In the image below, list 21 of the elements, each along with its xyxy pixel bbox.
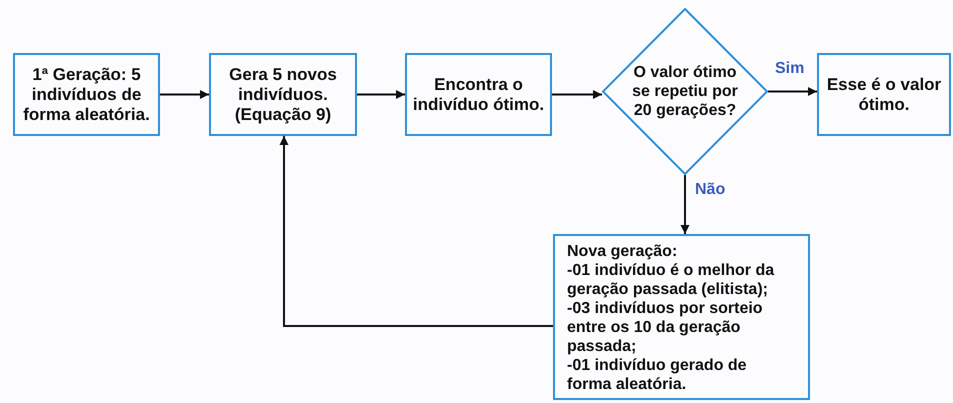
node-text: -01 indivíduo é o melhor da geração passada (elitista); [567, 261, 776, 299]
decision-diamond [602, 8, 768, 175]
process-box [405, 53, 552, 136]
arrow [680, 175, 690, 234]
node-text: Gera 5 novos indivíduos. (Equação 9) [228, 64, 338, 124]
node-text: Nova geração: [567, 242, 678, 261]
arrow [160, 90, 209, 99]
arrow [280, 136, 553, 327]
arrow [552, 90, 602, 99]
arrow [357, 90, 405, 99]
node-text: -01 indivíduo gerado de forma aleatória. [567, 356, 748, 394]
node-text: 1ª Geração: 5 indivíduos de forma aleatória. [22, 64, 151, 124]
process-box [209, 53, 357, 136]
process-box [13, 53, 160, 136]
node-text: -03 indivíduos por sorteio entre os 10 da geração passada; [567, 299, 764, 356]
process-box [817, 53, 951, 136]
process-box [553, 234, 810, 400]
node-text: Encontra o indivíduo ótimo. [412, 74, 546, 114]
node-text: Esse é o valor ótimo. [826, 74, 942, 114]
node-text: O valor ótimo se repetiu por 20 gerações? [631, 63, 739, 120]
arrow [768, 87, 817, 96]
